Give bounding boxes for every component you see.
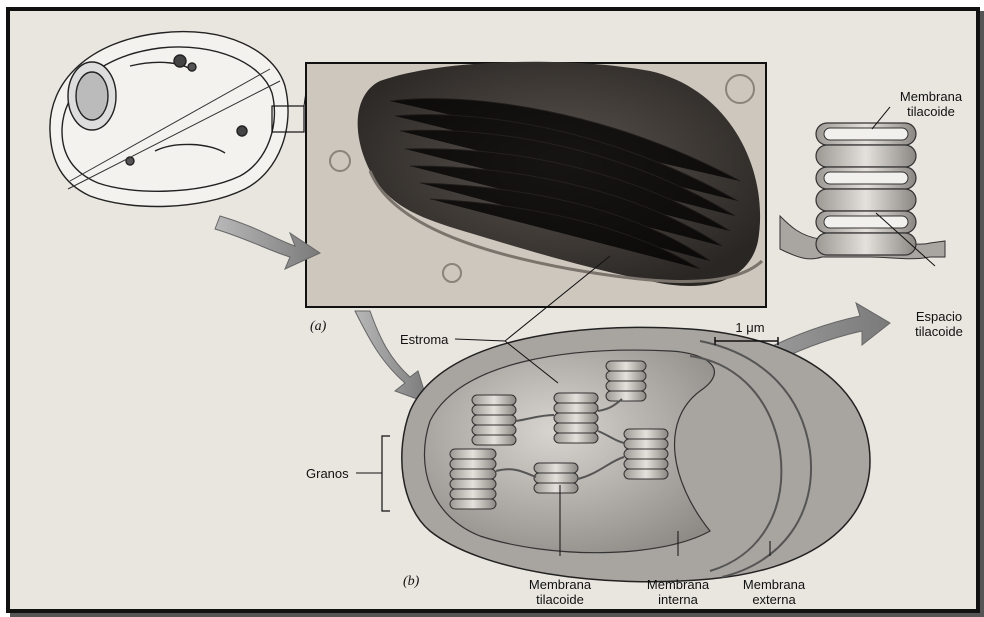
granum-6 <box>534 463 578 493</box>
granum-3 <box>554 393 598 443</box>
electron-micrograph <box>306 62 766 307</box>
granum-1 <box>450 449 496 509</box>
figure-frame: Membrana tilacoide Espacio tilacoide Est… <box>6 7 980 613</box>
arrow-micrograph-to-model <box>355 311 428 403</box>
panel-label-b: (b) <box>403 574 419 590</box>
label-membrana-interna: Membrana interna <box>638 577 718 607</box>
plant-cell-drawing <box>50 32 310 207</box>
granum-4 <box>606 361 646 401</box>
granum-2 <box>472 395 516 445</box>
arrow-cell-to-micrograph <box>215 216 320 269</box>
thylakoid-stack-detail <box>780 107 945 266</box>
label-espacio-tilacoide: Espacio tilacoide <box>905 309 973 339</box>
label-membrana-tilacoide-bottom: Membrana tilacoide <box>518 577 602 607</box>
label-membrana-externa: Membrana externa <box>734 577 814 607</box>
chloroplast-illustration <box>10 11 976 609</box>
granum-5 <box>624 429 668 479</box>
label-membrana-tilacoide-top: Membrana tilacoide <box>895 89 967 119</box>
label-estroma: Estroma <box>400 332 448 347</box>
label-granos: Granos <box>306 466 349 481</box>
label-scale-bar: 1 μm <box>722 320 778 335</box>
panel-label-a: (a) <box>310 319 326 335</box>
